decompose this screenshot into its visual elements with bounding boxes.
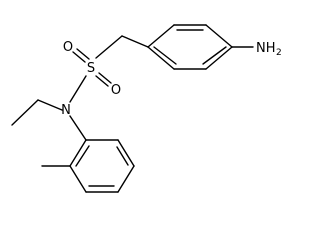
chemical-structure: S O O N NH 2 xyxy=(11,24,282,193)
n-aryl-bond xyxy=(69,115,87,141)
tolyl-ring xyxy=(69,139,135,193)
oxygen-upper-label: O xyxy=(63,40,73,55)
oxygen-lower-label: O xyxy=(111,83,121,98)
nitrogen-label: N xyxy=(61,103,71,118)
methylene-linker xyxy=(95,35,149,59)
amine-subscript: 2 xyxy=(276,48,282,58)
sulfonyl-oxygen-bonds xyxy=(72,48,112,87)
sulfur-label: S xyxy=(87,61,95,76)
amine-label: NH xyxy=(256,41,276,56)
ethyl-group xyxy=(11,99,63,126)
aminophenyl-ring xyxy=(147,24,233,70)
n-s-bond xyxy=(69,75,87,103)
